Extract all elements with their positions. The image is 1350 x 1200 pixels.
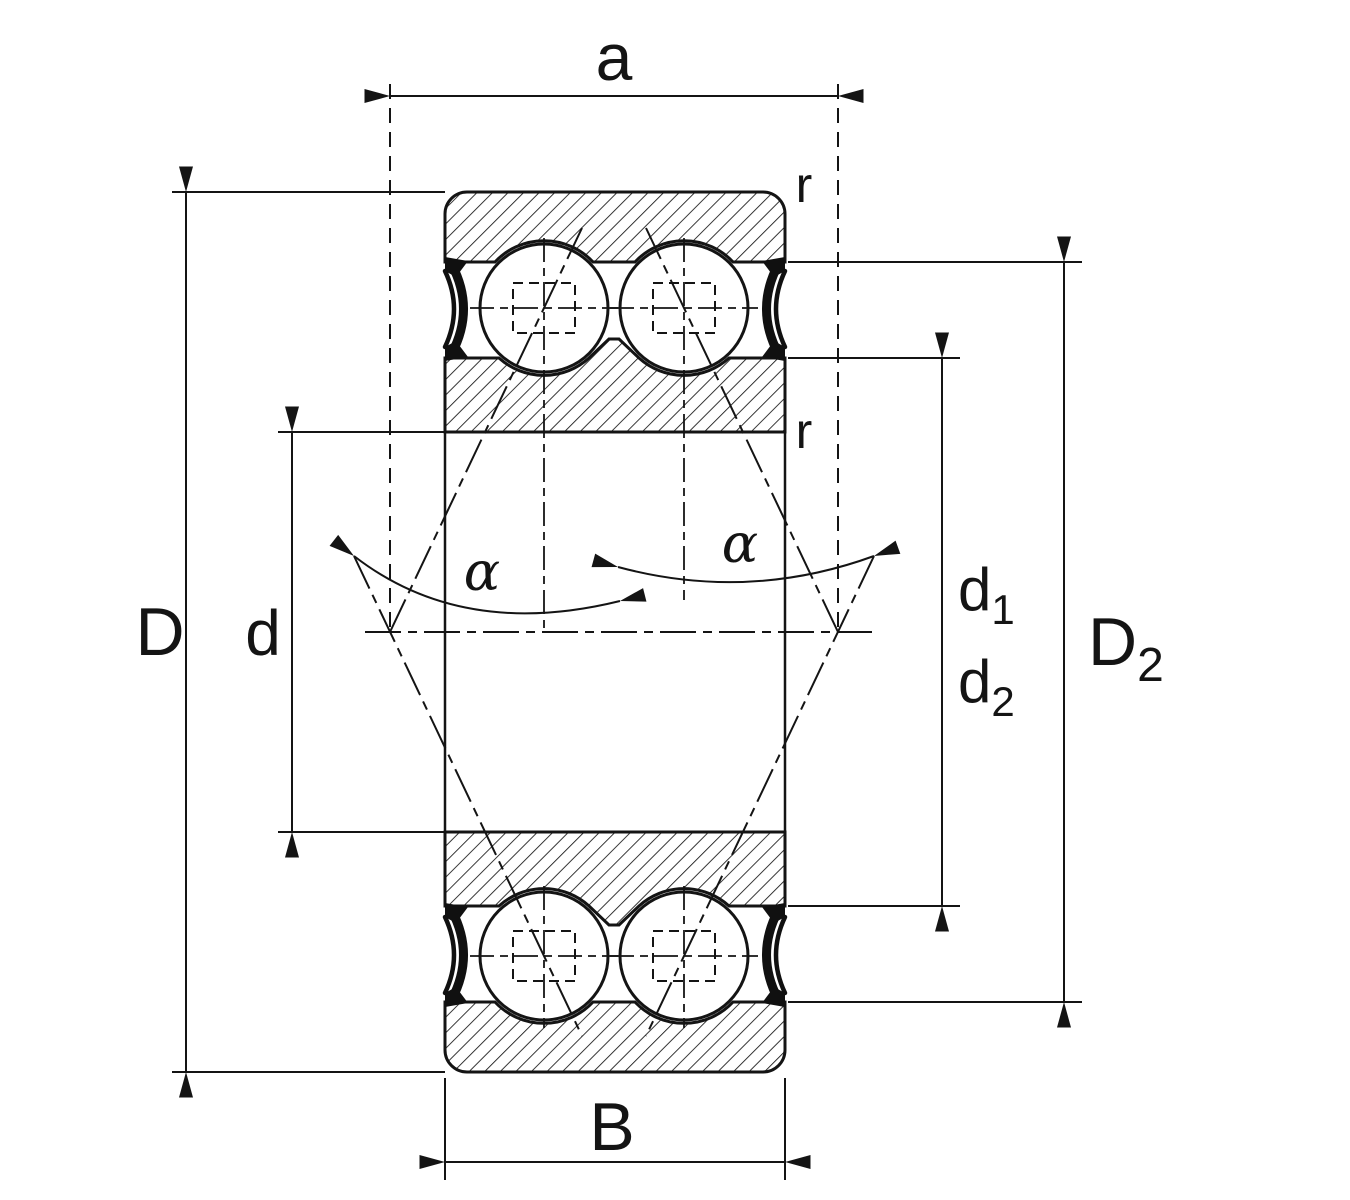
contact-angle-arc-left [329,534,647,615]
dim-label-d2: d2 [958,648,1015,725]
dim-B: B [419,1078,811,1180]
dim-D: D [135,166,445,1098]
seal-upper-right [762,257,788,361]
dim-label-d1-sub: 1 [991,586,1014,633]
dim-a: a [364,20,864,103]
dim-label-d1: d1 [958,556,1015,633]
dim-D2: D2 [788,236,1164,1028]
seal-lower-right [762,903,788,1007]
dim-label-d: d [245,597,281,669]
dim-d: d [245,406,445,858]
ball-centerlines-upper-right [610,238,758,600]
dim-label-r-lower: r [796,403,813,459]
contact-angle-arc-right [591,540,901,584]
ball-contact-rect-lower-left [512,930,576,982]
dim-label-D2-sub: 2 [1137,639,1164,692]
dim-label-B: B [589,1089,634,1165]
outer-ring-upper [443,190,787,264]
dim-label-D2: D2 [1088,604,1164,692]
ball-centerlines-lower-left [470,886,618,1028]
dim-label-a: a [596,20,633,94]
dim-d1-d2: d1 d2 [788,332,1015,932]
dim-label-r-upper: r [796,157,813,213]
dim-label-d2-sub: 2 [991,678,1014,725]
ball-contact-rect-lower-right [652,930,716,982]
ball-contact-rect-upper-right [652,282,716,334]
ball-centerlines-lower-right [610,886,758,1028]
seal-upper-left [442,257,468,361]
contact-angle-label-left: α [464,540,500,603]
dim-label-D: D [135,594,184,670]
inner-ring-upper [443,337,787,434]
dim-label-D2-base: D [1088,604,1137,680]
ball-contact-rect-upper-left [512,282,576,334]
contact-angle-label-right: α [722,512,758,575]
dim-label-d1-base: d [958,556,991,623]
seal-lower-left [442,903,468,1007]
dim-label-d2-base: d [958,648,991,715]
outer-ring-lower [443,1000,787,1074]
